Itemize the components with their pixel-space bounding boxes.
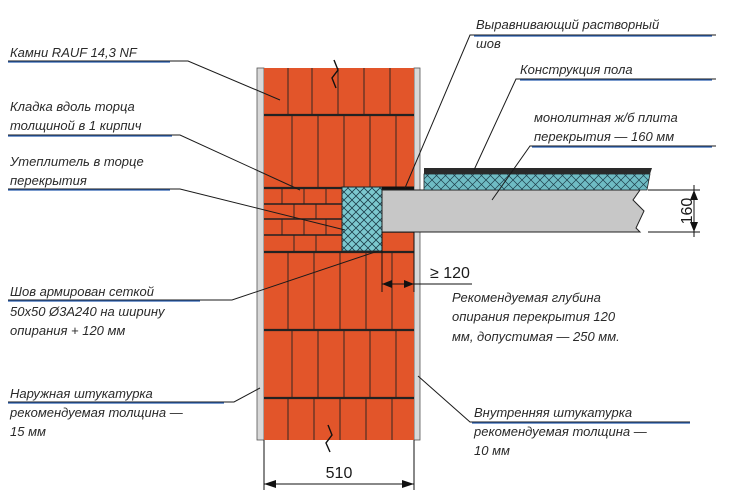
label-seam-line1: Шов армирован сеткой xyxy=(10,284,154,299)
leader-seam xyxy=(8,250,379,301)
label-seam-line3: опирания + 120 мм xyxy=(10,323,125,338)
label-inner-plaster-line3: 10 мм xyxy=(474,443,510,458)
label-leveling-line2: шов xyxy=(476,36,501,51)
break-mark-top xyxy=(331,59,339,89)
label-insulation-line1: Утеплитель в торце xyxy=(9,154,144,169)
break-mark-bottom xyxy=(325,424,333,453)
label-leveling-line1: Выравнивающий растворный xyxy=(476,17,659,32)
label-stones: Камни RAUF 14,3 NF xyxy=(10,45,138,60)
leader-slab xyxy=(491,145,716,201)
leader-leveling xyxy=(404,34,716,189)
leader-insulation xyxy=(8,188,346,231)
slab-thickness-value: 160 xyxy=(679,198,696,225)
outer-plaster xyxy=(256,67,265,441)
label-insulation-line2: перекрытия xyxy=(10,173,87,188)
leader-floor xyxy=(473,78,716,171)
floor-top-layer xyxy=(424,168,652,174)
label-seam-line2: 50х50 Ø3А240 на ширину xyxy=(10,304,166,319)
min-bearing-value: ≥ 120 xyxy=(430,265,470,282)
label-outer-plaster-line1: Наружная штукатурка xyxy=(10,386,153,401)
brick-wall xyxy=(264,68,414,440)
label-masonry-line2: толщиной в 1 кирпич xyxy=(10,118,142,133)
wall-thickness-value: 510 xyxy=(326,465,353,482)
leader-masonry xyxy=(8,134,301,191)
label-masonry-line1: Кладка вдоль торца xyxy=(10,99,135,114)
leader-stones xyxy=(8,60,281,101)
label-slab-line1: монолитная ж/б плита xyxy=(534,110,678,125)
label-depth-line1: Рекомендуемая глубина xyxy=(452,290,601,305)
label-depth-line2: опирания перекрытия 120 xyxy=(452,309,616,324)
label-floor: Конструкция пола xyxy=(520,62,633,77)
wall-thickness-dimension: 510 xyxy=(263,440,415,490)
concrete-slab xyxy=(381,189,645,233)
leader-inner-plaster xyxy=(417,375,690,423)
label-slab-line2: перекрытия — 160 мм xyxy=(534,129,674,144)
min-bearing-dimension: ≥ 120 xyxy=(381,232,472,292)
label-inner-plaster-line2: рекомендуемая толщина — xyxy=(473,424,648,439)
leader-outer-plaster xyxy=(8,387,261,403)
inner-plaster xyxy=(413,67,421,441)
label-depth-line3: мм, допустимая — 250 мм. xyxy=(452,329,620,344)
label-outer-plaster-line3: 15 мм xyxy=(10,424,46,439)
label-outer-plaster-line2: рекомендуемая толщина — xyxy=(9,405,184,420)
brick-joints xyxy=(264,68,414,440)
slab-thickness-dimension: 160 xyxy=(648,185,700,237)
label-inner-plaster-line1: Внутренняя штукатурка xyxy=(474,405,632,420)
